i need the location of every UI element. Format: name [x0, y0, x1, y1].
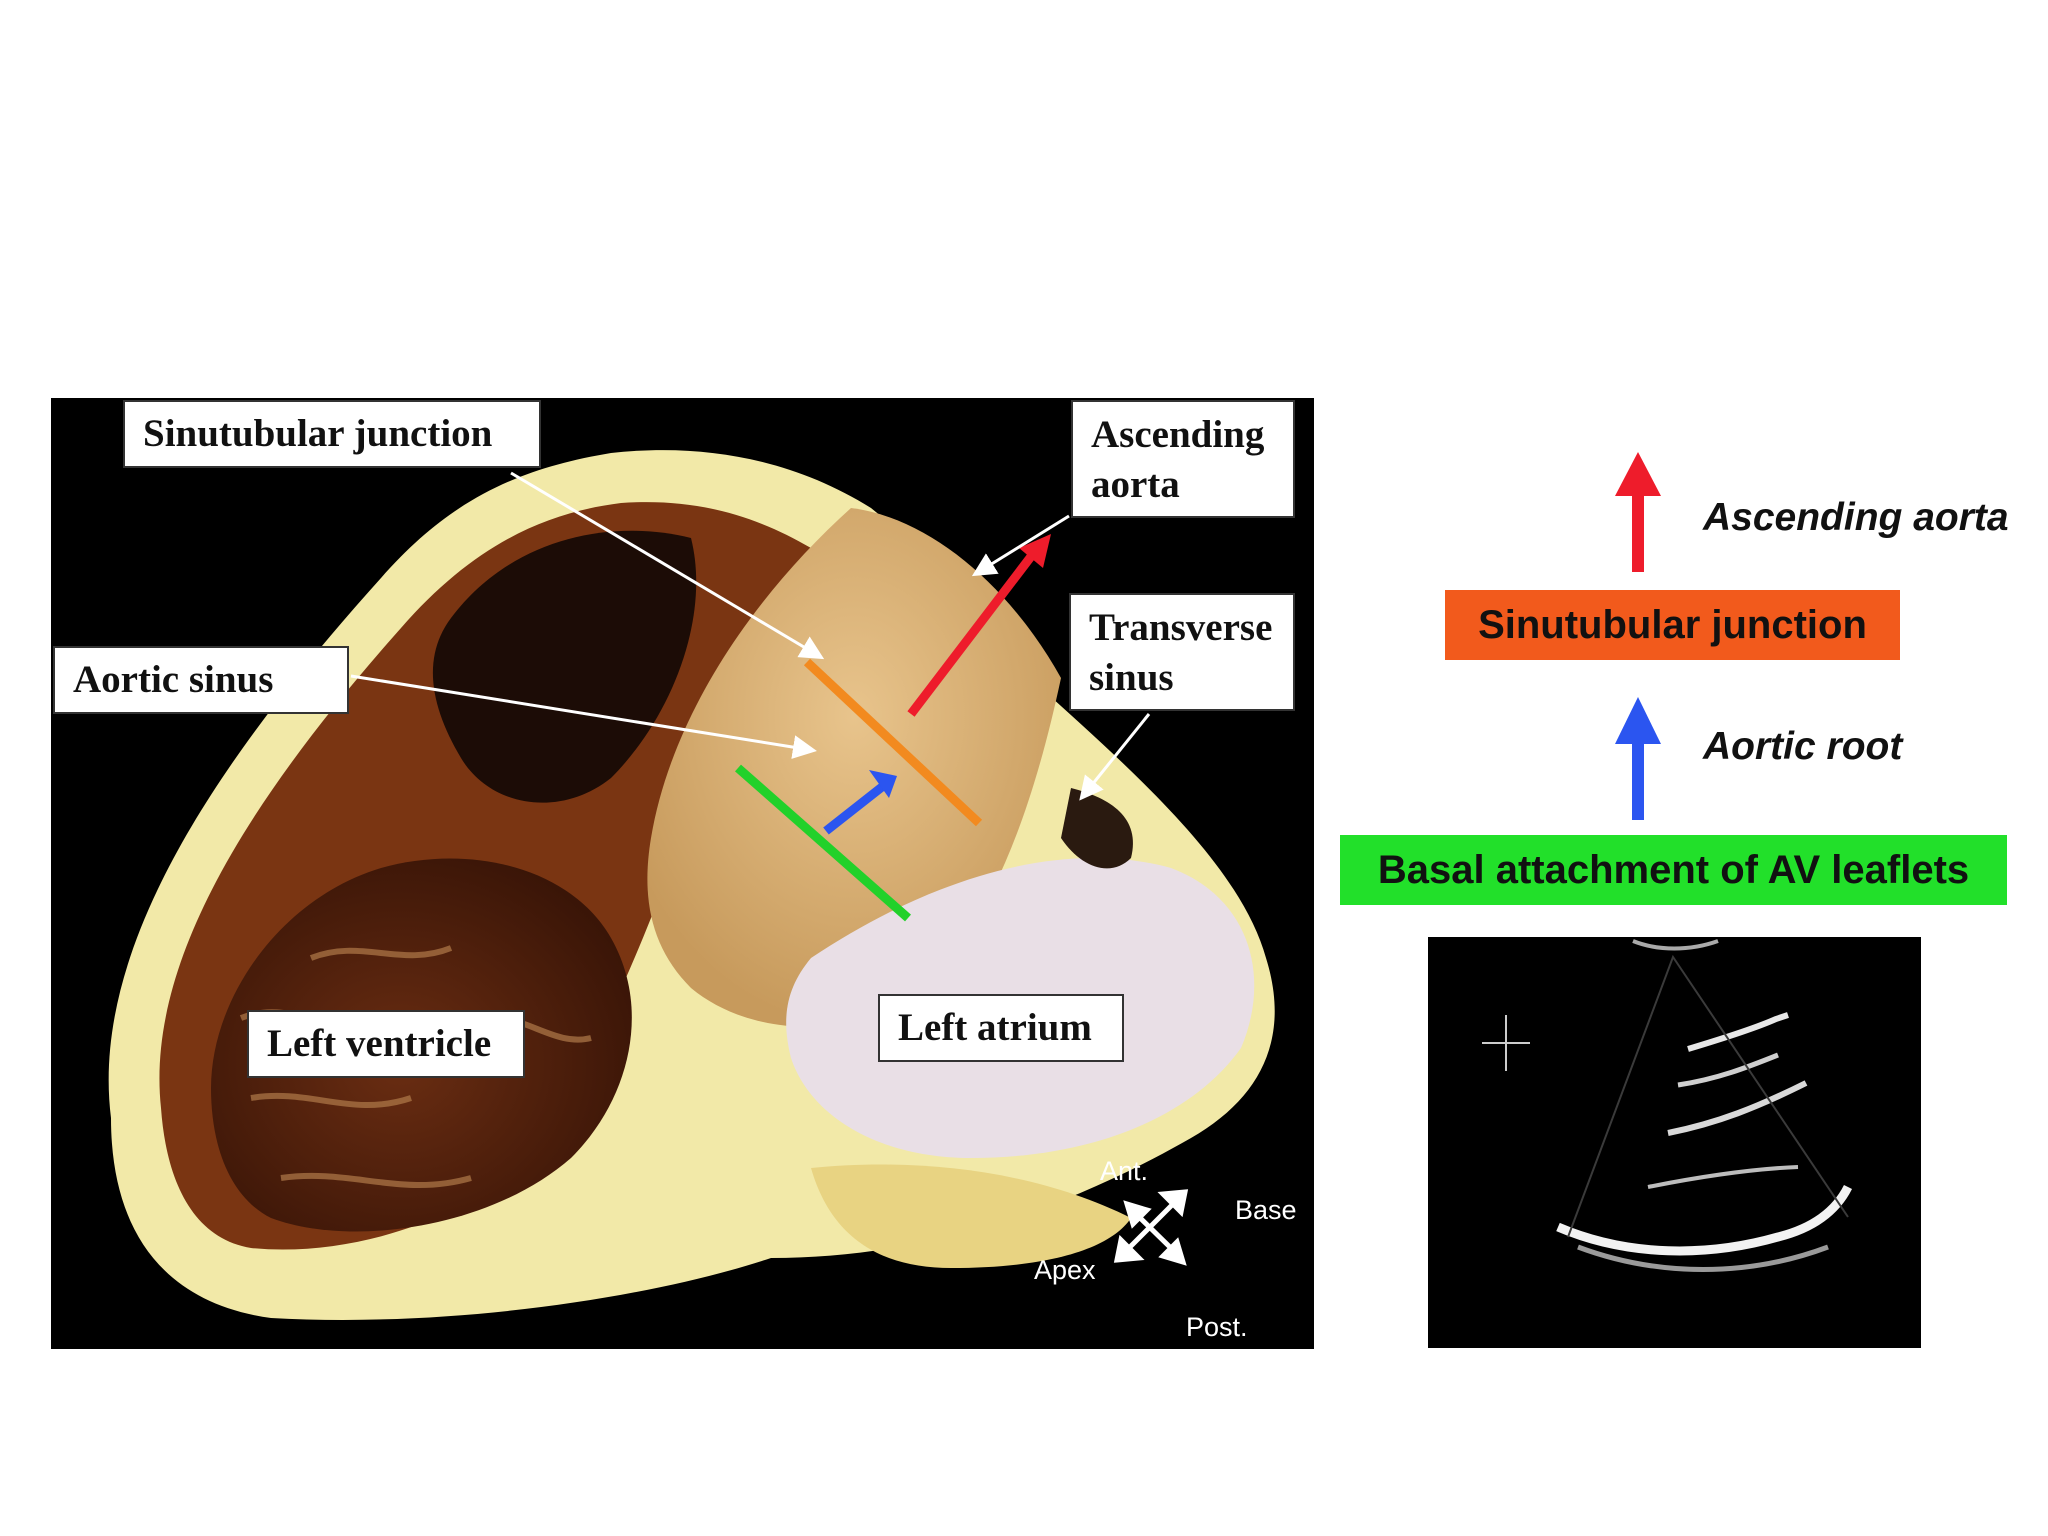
label-transverse-sinus-line2: sinus: [1089, 656, 1174, 699]
pointer-transverse-sinus: [1079, 713, 1151, 801]
label-ascending-aorta-line2: aorta: [1091, 463, 1180, 506]
pointer-ascending-aorta: [971, 514, 1070, 577]
pointer-sinutubular: [510, 471, 825, 660]
right-ventricle-cavity: [432, 530, 697, 803]
flow-basal-attachment-box: Basal attachment of AV leaflets: [1340, 835, 2007, 905]
label-ascending-aorta-line1: Ascending: [1091, 413, 1265, 456]
aortic-root-arrow-shaft: [1632, 742, 1644, 820]
aortic-root-arrow: [823, 779, 890, 835]
echo-aortic-wall-upper: [1687, 1012, 1789, 1052]
ascending-arrow-shaft: [1632, 494, 1644, 572]
echo-septum: [1667, 1080, 1808, 1136]
atrioventricular-fat: [811, 1164, 1131, 1268]
orientation-base: Base: [1235, 1195, 1297, 1225]
basal-attachment-line: [735, 764, 911, 922]
label-left-ventricle: Left ventricle: [247, 1010, 525, 1078]
aortic-root-arrow-head: [1615, 697, 1661, 744]
echo-scale-marker-icon: [1482, 1015, 1530, 1071]
label-aortic-sinus: Aortic sinus: [53, 646, 349, 714]
orientation-ant: Ant.: [1100, 1156, 1149, 1186]
echocardiogram-image: [1428, 937, 1921, 1348]
transverse-sinus-notch: [1061, 788, 1133, 869]
flow-ascending-aorta: Ascending aorta: [1703, 496, 2009, 539]
label-ascending-aorta: Ascending aorta: [1071, 400, 1295, 518]
ascending-arrow-head: [1615, 452, 1661, 496]
label-left-atrium: Left atrium: [878, 994, 1124, 1062]
ascending-aorta-arrowhead: [1019, 534, 1051, 568]
heart-specimen-illustration: [108, 450, 1275, 1320]
flow-sinutubular-junction-box: Sinutubular junction: [1445, 590, 1900, 660]
ascending-aorta-arrow: [907, 543, 1043, 717]
echo-posterior-wall: [1556, 1184, 1853, 1256]
aortic-root-arrowhead: [869, 770, 897, 798]
heart-specimen-figure: Sinutubular junction Ascending aorta Aor…: [51, 398, 1314, 1349]
flow-aortic-root: Aortic root: [1703, 725, 1903, 768]
echo-top-arc: [1632, 939, 1719, 951]
echo-sector-edge: [1567, 954, 1849, 1238]
orientation-post: Post.: [1186, 1312, 1248, 1342]
echo-aortic-wall-lower: [1677, 1052, 1779, 1088]
label-transverse-sinus-line1: Transverse: [1089, 606, 1273, 649]
echo-mitral: [1647, 1165, 1799, 1189]
label-sinutubular-junction: Sinutubular junction: [123, 400, 541, 468]
pointer-aortic-sinus: [350, 674, 817, 759]
label-transverse-sinus: Transverse sinus: [1069, 593, 1295, 711]
orientation-cross-icon: [1113, 1189, 1189, 1266]
sinutubular-junction-line: [803, 658, 983, 827]
orientation-apex: Apex: [1034, 1255, 1096, 1285]
echo-pericardium: [1577, 1244, 1829, 1272]
